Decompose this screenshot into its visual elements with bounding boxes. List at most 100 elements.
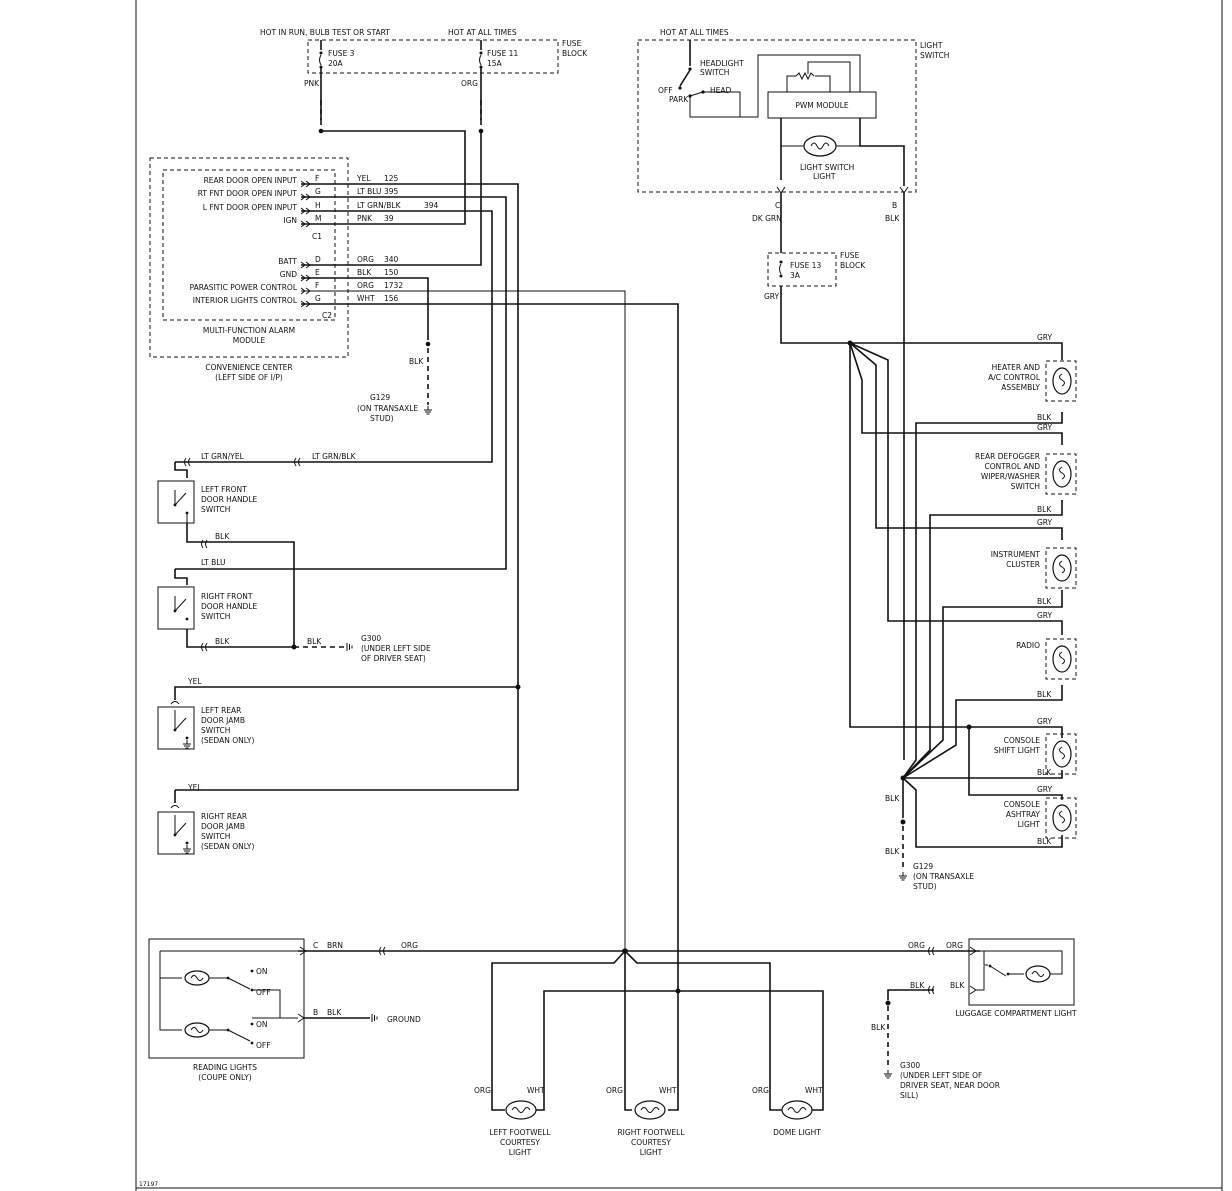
svg-text:PARK: PARK	[669, 95, 689, 104]
module-pin-label: RT FNT DOOR OPEN INPUT	[198, 189, 298, 198]
fuse-11-rating: 15A	[487, 59, 503, 68]
svg-text:BLK: BLK	[215, 532, 230, 541]
svg-text:HOT AT ALL TIMES: HOT AT ALL TIMES	[660, 28, 729, 37]
svg-text:BLK: BLK	[409, 357, 424, 366]
dimmed-wire-bottom: BLK	[1037, 413, 1052, 422]
svg-text:OFF: OFF	[256, 1041, 271, 1050]
svg-text:BLK: BLK	[871, 1023, 886, 1032]
dimmed-component-name: LIGHT	[1018, 820, 1041, 829]
rf-footwell-light: RIGHT FOOTWELL	[617, 1128, 685, 1137]
svg-text:BLK: BLK	[885, 847, 900, 856]
dimmed-component-name: A/C CONTROL	[988, 373, 1041, 382]
svg-text:3A: 3A	[790, 271, 801, 280]
svg-text:ORG: ORG	[908, 941, 925, 950]
svg-text:HEADLIGHT: HEADLIGHT	[700, 59, 744, 68]
dimmed-component-name: SHIFT LIGHT	[994, 746, 1041, 755]
dimmed-component-name: ASSEMBLY	[1001, 383, 1040, 392]
fuse-11-name: FUSE 11	[487, 49, 518, 58]
filament-icon	[1059, 746, 1065, 760]
svg-text:WHT: WHT	[805, 1086, 823, 1095]
luggage-light-name: LUGGAGE COMPARTMENT LIGHT	[955, 1009, 1077, 1018]
module-pin-id: D	[315, 255, 321, 264]
svg-text:SWITCH: SWITCH	[700, 68, 729, 77]
svg-text:FUSE 13: FUSE 13	[790, 261, 821, 270]
module-pin-label: GND	[280, 270, 297, 279]
dimmed-wire-top: GRY	[1037, 423, 1053, 432]
svg-text:ORG: ORG	[752, 1086, 769, 1095]
module-circuit: 39	[384, 214, 394, 223]
svg-text:LIGHT: LIGHT	[813, 172, 836, 181]
convenience-center-label: CONVENIENCE CENTER	[205, 363, 292, 372]
filament-icon	[1059, 560, 1065, 574]
connector-pin	[300, 261, 311, 269]
rr-door-jamb-switch: RIGHT REAR	[201, 812, 247, 821]
svg-text:SILL): SILL)	[900, 1091, 918, 1100]
filament-icon	[1059, 810, 1065, 824]
svg-text:LIGHT: LIGHT	[640, 1148, 663, 1157]
module-wire-color: ORG	[357, 281, 374, 290]
dimmed-component-name: CONTROL AND	[984, 462, 1040, 471]
module-pin-id: H	[315, 201, 321, 210]
svg-text:STUD): STUD)	[913, 882, 937, 891]
module-wire-color: LT GRN/BLK	[357, 201, 402, 210]
svg-text:SWITCH: SWITCH	[201, 832, 230, 841]
dimmed-component-name: RADIO	[1016, 641, 1040, 650]
svg-text:SWITCH: SWITCH	[920, 51, 949, 60]
dimmed-wire-bottom: BLK	[1037, 597, 1052, 606]
svg-text:DOOR JAMB: DOOR JAMB	[201, 822, 245, 831]
module-circuit: 156	[384, 294, 399, 303]
reading-ground-label: GROUND	[387, 1015, 421, 1024]
svg-text:DOOR HANDLE: DOOR HANDLE	[201, 602, 258, 611]
module-pin-id: G	[315, 294, 321, 303]
svg-text:FUSE: FUSE	[562, 39, 582, 48]
dome-light: DOME LIGHT	[773, 1128, 821, 1137]
dimmed-wire-bottom: BLK	[1037, 837, 1052, 846]
connector-c1: C1	[312, 232, 322, 241]
module-pin-id: F	[315, 174, 319, 183]
dimmed-wire-top: GRY	[1037, 717, 1053, 726]
module-pin-label: REAR DOOR OPEN INPUT	[204, 176, 298, 185]
svg-text:COURTESY: COURTESY	[631, 1138, 671, 1147]
dimmed-wire-top: GRY	[1037, 785, 1053, 794]
dimmed-wire-bottom: BLK	[1037, 768, 1052, 777]
svg-text:BLK: BLK	[327, 1008, 342, 1017]
g300-top-name: G300	[361, 634, 381, 643]
svg-text:GRY: GRY	[764, 292, 780, 301]
svg-text:LT GRN/BLK: LT GRN/BLK	[312, 452, 357, 461]
svg-text:HEAD: HEAD	[710, 86, 732, 95]
module-circuit: 1732	[384, 281, 403, 290]
module-circuit: 395	[384, 187, 399, 196]
svg-text:B: B	[892, 201, 897, 210]
svg-text:BLK: BLK	[215, 637, 230, 646]
rf-door-handle-switch: RIGHT FRONT	[201, 592, 253, 601]
connector-pin	[300, 220, 311, 228]
svg-text:WHT: WHT	[527, 1086, 545, 1095]
svg-text:ORG: ORG	[474, 1086, 491, 1095]
g129-bottom-name: G129	[913, 862, 933, 871]
svg-text:C: C	[313, 941, 318, 950]
component-outline	[1045, 547, 1077, 589]
svg-text:SWITCH: SWITCH	[201, 612, 230, 621]
dimmed-component-name: CONSOLE	[1004, 800, 1041, 809]
svg-text:ON: ON	[256, 1020, 268, 1029]
svg-text:COURTESY: COURTESY	[500, 1138, 540, 1147]
dimmed-component-name: HEATER AND	[992, 363, 1041, 372]
courtesy-lights: ORG WHT LEFT FOOTWELL COURTESY LIGHT ORG…	[474, 948, 934, 1157]
fuse-13: FUSE 13 3A FUSE BLOCK GRY	[764, 251, 866, 346]
dimmed-illumination: BLK BLK G129 (ON TRANSAXLE STUD) GRYBLKH…	[849, 333, 1077, 891]
svg-text:MODULE: MODULE	[233, 336, 266, 345]
component-outline	[1045, 733, 1077, 775]
door-switches: LT GRN/YEL LT GRN/BLK BLK LEFT FRONT DOO…	[157, 452, 521, 855]
svg-text:DRIVER SEAT, NEAR DOOR: DRIVER SEAT, NEAR DOOR	[900, 1081, 1000, 1090]
fuse-block: HOT IN RUN, BULB TEST OR START HOT AT AL…	[260, 28, 588, 266]
lf-footwell-light: LEFT FOOTWELL	[489, 1128, 551, 1137]
reading-lights: C BRN ORG ON OFF ON OFF B BLK	[148, 938, 625, 1082]
pwm-module: PWM MODULE	[795, 101, 849, 110]
bulb-icon	[1052, 554, 1072, 582]
svg-text:LT GRN/YEL: LT GRN/YEL	[201, 452, 245, 461]
light-switch-lamp-label: LIGHT SWITCH	[800, 163, 854, 172]
dimmed-component-name: SWITCH	[1011, 482, 1040, 491]
svg-text:ORG: ORG	[401, 941, 418, 950]
svg-text:DK GRN: DK GRN	[752, 214, 782, 223]
